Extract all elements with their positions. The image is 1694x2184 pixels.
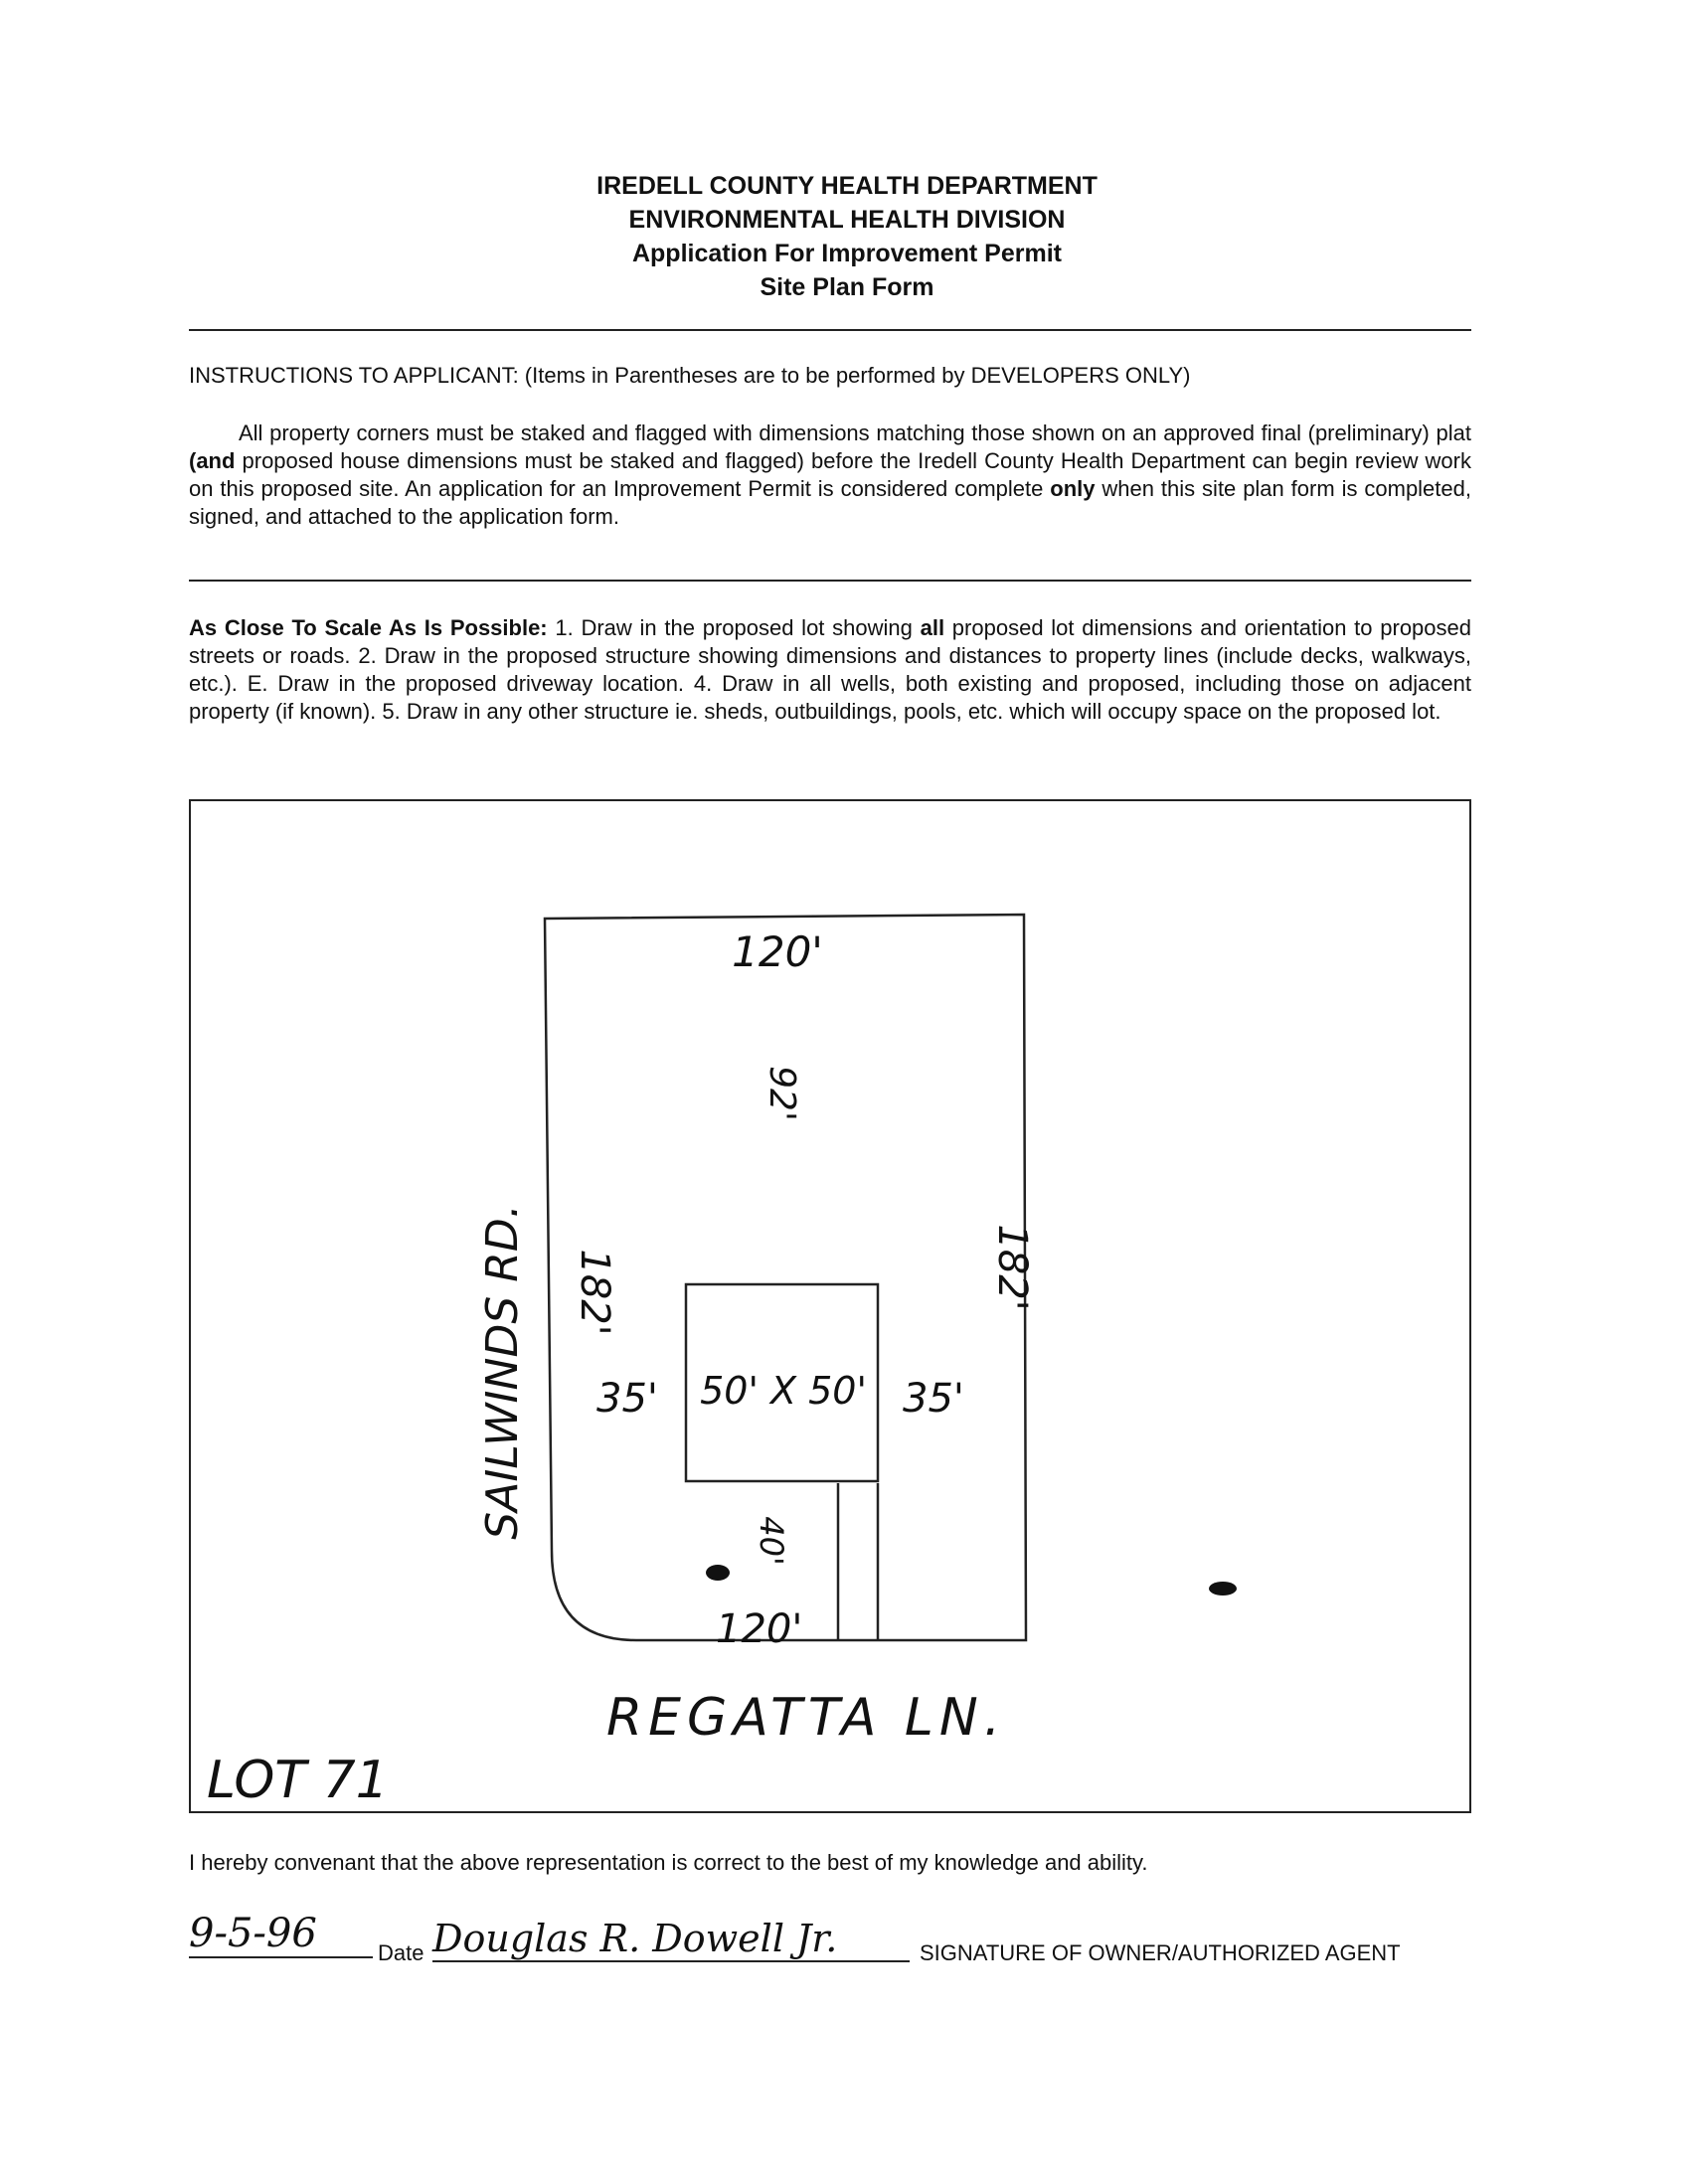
instructions-text-a: All property corners must be staked and … — [239, 420, 1471, 445]
divider-1 — [189, 329, 1471, 331]
scale-instructions: As Close To Scale As Is Possible: 1. Dra… — [189, 614, 1471, 726]
road-label-bottom: REGATTA LN. — [606, 1688, 1006, 1748]
instructions-text-c: proposed house dimensions must be staked… — [189, 448, 1471, 501]
right-side-setback: 35' — [903, 1376, 964, 1422]
instructions-text-bold-and: (and — [189, 448, 236, 473]
form-header: IREDELL COUNTY HEALTH DEPARTMENT ENVIRON… — [0, 169, 1694, 304]
lot-outline — [543, 913, 1028, 1642]
left-dimension: 182' — [572, 1249, 617, 1335]
header-line-4: Site Plan Form — [760, 273, 934, 301]
scale-text-all: all — [920, 615, 945, 640]
road-label-left: SAILWINDS RD. — [477, 1204, 528, 1539]
instructions-text-bold-only: only — [1050, 476, 1096, 501]
scale-text-2: proposed lot dimensions and orientation … — [189, 615, 1472, 724]
signature-row: 9-5-96 Date Douglas R. Dowell Jr. SIGNAT… — [189, 1911, 1481, 1978]
date-label: Date — [378, 1940, 424, 1965]
header-line-2: ENVIRONMENTAL HEALTH DIVISION — [628, 206, 1066, 234]
instructions-heading: INSTRUCTIONS TO APPLICANT: (Items in Par… — [189, 363, 1191, 388]
scale-text-1: 1. Draw in the proposed lot showing — [547, 615, 921, 640]
house-footprint — [684, 1282, 880, 1483]
lot-number: LOT 71 — [207, 1751, 389, 1810]
divider-2 — [189, 580, 1471, 582]
front-setback: 92' — [762, 1066, 802, 1121]
house-dimensions: 50' X 50' — [700, 1369, 867, 1413]
scale-lead: As Close To Scale As Is Possible: — [189, 615, 548, 640]
header-line-3: Application For Improvement Permit — [631, 240, 1062, 267]
lot-boundary — [543, 913, 1028, 1642]
well-marker — [706, 1565, 730, 1581]
certification-text: I hereby convenant that the above repres… — [189, 1850, 1148, 1875]
signature-label: SIGNATURE OF OWNER/AUTHORIZED AGENT — [920, 1940, 1401, 1965]
top-dimension: 120' — [732, 927, 823, 976]
header-line-1: IREDELL COUNTY HEALTH DEPARTMENT — [596, 172, 1098, 200]
instructions-paragraph: All property corners must be staked and … — [189, 420, 1471, 531]
left-side-setback: 35' — [596, 1376, 658, 1422]
rear-setback: 40' — [753, 1516, 790, 1566]
site-plan-box — [189, 799, 1471, 1813]
instructions-text-e: when this site plan form is completed, s… — [189, 476, 1471, 529]
bottom-dimension: 120' — [716, 1606, 802, 1652]
adjacent-well-marker — [1209, 1582, 1237, 1596]
signature-value: Douglas R. Dowell Jr. — [432, 1917, 910, 1962]
date-value: 9-5-96 — [189, 1911, 373, 1958]
right-dimension: 182' — [989, 1224, 1035, 1310]
